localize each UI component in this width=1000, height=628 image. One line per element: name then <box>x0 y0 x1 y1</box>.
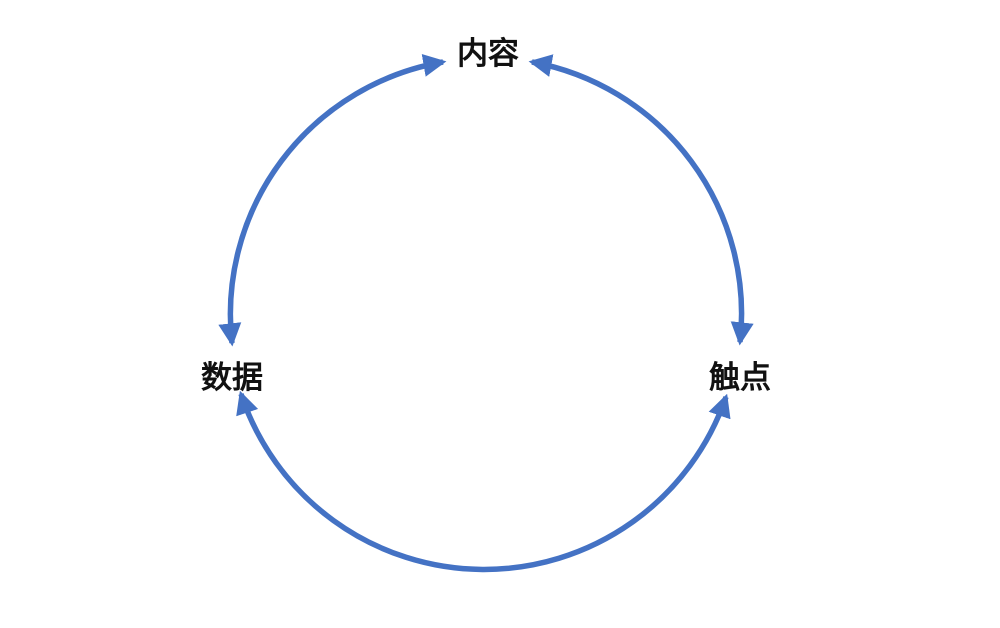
arrow-content-touchpoint <box>528 54 754 346</box>
arrow-data-content <box>218 53 447 347</box>
node-label-touchpoint: 触点 <box>709 360 771 396</box>
node-label-data: 数据 <box>201 360 263 396</box>
arrow-touchpoint-data <box>236 390 731 573</box>
node-label-content: 内容 <box>457 36 519 72</box>
